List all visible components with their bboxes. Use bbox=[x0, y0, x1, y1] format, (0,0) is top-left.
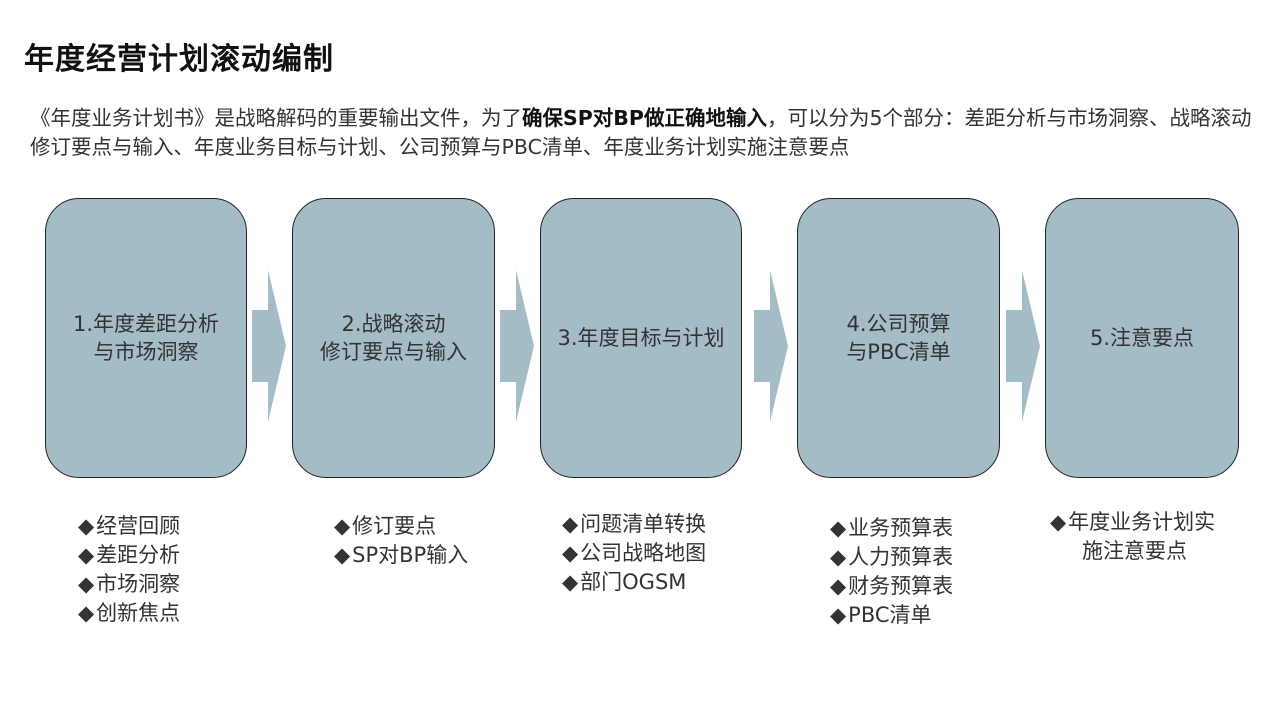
step-2-line-1: 2.战略滚动 bbox=[341, 312, 446, 336]
intro-paragraph: 《年度业务计划书》是战略解码的重要输出文件，为了确保SP对BP做正确地输入，可以… bbox=[30, 104, 1255, 162]
list-item: ◆创新焦点 bbox=[78, 599, 180, 628]
list-item: ◆年度业务计划实施注意要点 bbox=[1050, 510, 1216, 563]
step-box-3: 3.年度目标与计划 bbox=[540, 198, 742, 478]
list-item: ◆业务预算表 bbox=[830, 514, 953, 543]
list-item: ◆PBC清单 bbox=[830, 601, 953, 630]
bullet-list-4: ◆业务预算表 ◆人力预算表 ◆财务预算表 ◆PBC清单 bbox=[830, 514, 953, 630]
diamond-bullet-icon: ◆ bbox=[830, 545, 847, 569]
page-title: 年度经营计划滚动编制 bbox=[24, 42, 334, 77]
step-1-line-2: 与市场洞察 bbox=[93, 340, 199, 364]
arrow-right-icon bbox=[500, 270, 534, 422]
step-box-4: 4.公司预算 与PBC清单 bbox=[797, 198, 1000, 478]
list-item: ◆人力预算表 bbox=[830, 543, 953, 572]
diamond-bullet-icon: ◆ bbox=[562, 570, 579, 594]
bullet-list-2: ◆修订要点 ◆SP对BP输入 bbox=[334, 512, 468, 570]
list-item: ◆财务预算表 bbox=[830, 572, 953, 601]
diamond-bullet-icon: ◆ bbox=[334, 514, 351, 538]
arrow-right-icon bbox=[252, 270, 286, 422]
diamond-bullet-icon: ◆ bbox=[78, 601, 95, 625]
bullet-list-3: ◆问题清单转换 ◆公司战略地图 ◆部门OGSM bbox=[562, 510, 706, 597]
diamond-bullet-icon: ◆ bbox=[830, 603, 847, 627]
bullet-list-5: ◆年度业务计划实施注意要点 bbox=[1050, 508, 1216, 566]
diamond-bullet-icon: ◆ bbox=[78, 514, 95, 538]
step-1-line-1: 1.年度差距分析 bbox=[72, 312, 220, 336]
intro-text-2: ，可以分为5个部分：差距分析与市场洞察、战略滚动修订要点与输入、年度业务目标与计… bbox=[30, 106, 1252, 159]
step-box-2: 2.战略滚动 修订要点与输入 bbox=[292, 198, 495, 478]
step-box-5: 5.注意要点 bbox=[1045, 198, 1239, 478]
list-item: ◆经营回顾 bbox=[78, 512, 180, 541]
list-item: ◆SP对BP输入 bbox=[334, 541, 468, 570]
intro-text-1: 《年度业务计划书》是战略解码的重要输出文件，为了 bbox=[30, 106, 522, 130]
step-3-line-1: 3.年度目标与计划 bbox=[557, 326, 725, 350]
bullet-list-1: ◆经营回顾 ◆差距分析 ◆市场洞察 ◆创新焦点 bbox=[78, 512, 180, 628]
list-item: ◆修订要点 bbox=[334, 512, 468, 541]
diamond-bullet-icon: ◆ bbox=[334, 543, 351, 567]
step-box-1: 1.年度差距分析 与市场洞察 bbox=[45, 198, 247, 478]
step-2-line-2: 修订要点与输入 bbox=[320, 340, 467, 364]
diamond-bullet-icon: ◆ bbox=[78, 543, 95, 567]
step-4-line-2: 与PBC清单 bbox=[846, 340, 951, 364]
arrow-right-icon bbox=[1006, 270, 1040, 422]
step-5-line-1: 5.注意要点 bbox=[1089, 326, 1195, 350]
step-4-line-1: 4.公司预算 bbox=[846, 312, 951, 336]
list-item: ◆市场洞察 bbox=[78, 570, 180, 599]
list-item: ◆问题清单转换 bbox=[562, 510, 706, 539]
diamond-bullet-icon: ◆ bbox=[562, 541, 579, 565]
diamond-bullet-icon: ◆ bbox=[830, 516, 847, 540]
list-item: ◆部门OGSM bbox=[562, 568, 706, 597]
list-item: ◆公司战略地图 bbox=[562, 539, 706, 568]
intro-bold-text: 确保SP对BP做正确地输入 bbox=[522, 106, 767, 130]
list-item: ◆差距分析 bbox=[78, 541, 180, 570]
arrow-right-icon bbox=[754, 270, 788, 422]
diamond-bullet-icon: ◆ bbox=[78, 572, 95, 596]
diamond-bullet-icon: ◆ bbox=[830, 574, 847, 598]
diamond-bullet-icon: ◆ bbox=[562, 512, 579, 536]
